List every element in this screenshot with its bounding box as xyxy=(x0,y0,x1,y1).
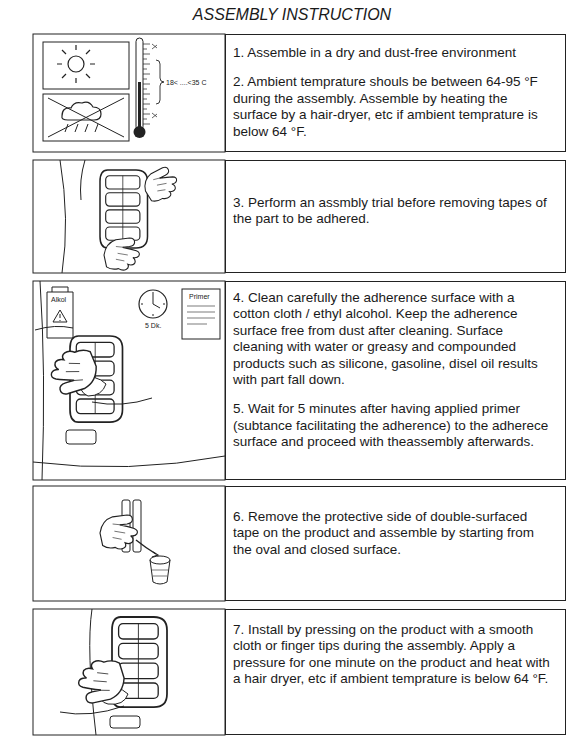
illustration-panel xyxy=(33,160,225,273)
instruction-box: 1. Assemble in a dry and dust-free envir… xyxy=(225,34,566,152)
figure-label: Alkol xyxy=(51,296,66,304)
sun-frame xyxy=(43,42,129,89)
hand-symbol xyxy=(104,238,139,270)
scale-marks xyxy=(152,44,157,118)
instruction-text: 1. Assemble in a dry and dust-free envir… xyxy=(233,45,553,61)
instruction-box: 6. Remove the protective side of double-… xyxy=(225,486,566,601)
page-title: ASSEMBLY INSTRUCTION xyxy=(0,6,584,24)
arm-line xyxy=(92,398,152,404)
sun-symbol xyxy=(68,56,84,72)
cloud-symbol xyxy=(62,102,101,120)
primer-sheet xyxy=(182,289,220,339)
hand-symbol xyxy=(140,165,182,205)
instruction-box: 7. Install by pressing on the product wi… xyxy=(225,609,566,735)
instruction-box: 4. Clean carefully the adherence surface… xyxy=(225,281,566,480)
thermometer-scale xyxy=(143,44,150,124)
cup-symbol xyxy=(150,556,170,564)
sheet-lines xyxy=(187,306,215,324)
arm-line xyxy=(60,706,124,714)
instruction-text: 5. Wait for 5 minutes after having appli… xyxy=(233,401,553,450)
hand-symbol xyxy=(100,515,137,549)
clock-hands xyxy=(141,292,165,316)
tape-strip xyxy=(133,500,141,552)
peel-arrow xyxy=(136,540,156,554)
rain-frame xyxy=(43,94,129,141)
alcohol-bottle xyxy=(47,287,73,338)
cup-lines xyxy=(152,570,168,576)
instruction-text: 4. Clean carefully the adherence surface… xyxy=(233,290,553,388)
figure-label: 18< ....<35 C xyxy=(166,79,206,87)
door-handle xyxy=(110,716,140,728)
cross-mark xyxy=(48,98,124,137)
thermometer-mercury xyxy=(138,82,141,130)
illustration-panel xyxy=(33,609,225,735)
instruction-text: 2. Ambient temprature shouls be between … xyxy=(233,74,553,140)
illustration-panel xyxy=(33,34,225,152)
cup-body xyxy=(150,560,170,584)
range-bracket xyxy=(156,60,164,104)
vehicle-body xyxy=(60,160,85,273)
instruction-text: 3. Perform an assmbly trial before remov… xyxy=(233,195,553,228)
door-handle xyxy=(66,430,96,444)
thermometer-tube xyxy=(136,38,143,130)
hand-symbol xyxy=(48,347,100,396)
figure-label: Primer xyxy=(189,293,210,301)
illustration-panel xyxy=(33,281,225,480)
illustration-panel xyxy=(33,486,225,601)
bumper-line xyxy=(33,456,225,467)
thermometer-bulb xyxy=(134,126,146,138)
sun-rays xyxy=(57,45,95,83)
hand-symbol xyxy=(77,659,126,704)
clock-symbol xyxy=(139,290,167,318)
instruction-text: 7. Install by pressing on the product wi… xyxy=(233,622,553,688)
instruction-box: 3. Perform an assmbly trial before remov… xyxy=(225,160,566,273)
figure-label: 5 Dk. xyxy=(145,322,161,330)
tail-lamp xyxy=(100,170,148,248)
instruction-text: 6. Remove the protective side of double-… xyxy=(233,509,553,558)
warning-triangle xyxy=(53,310,67,322)
